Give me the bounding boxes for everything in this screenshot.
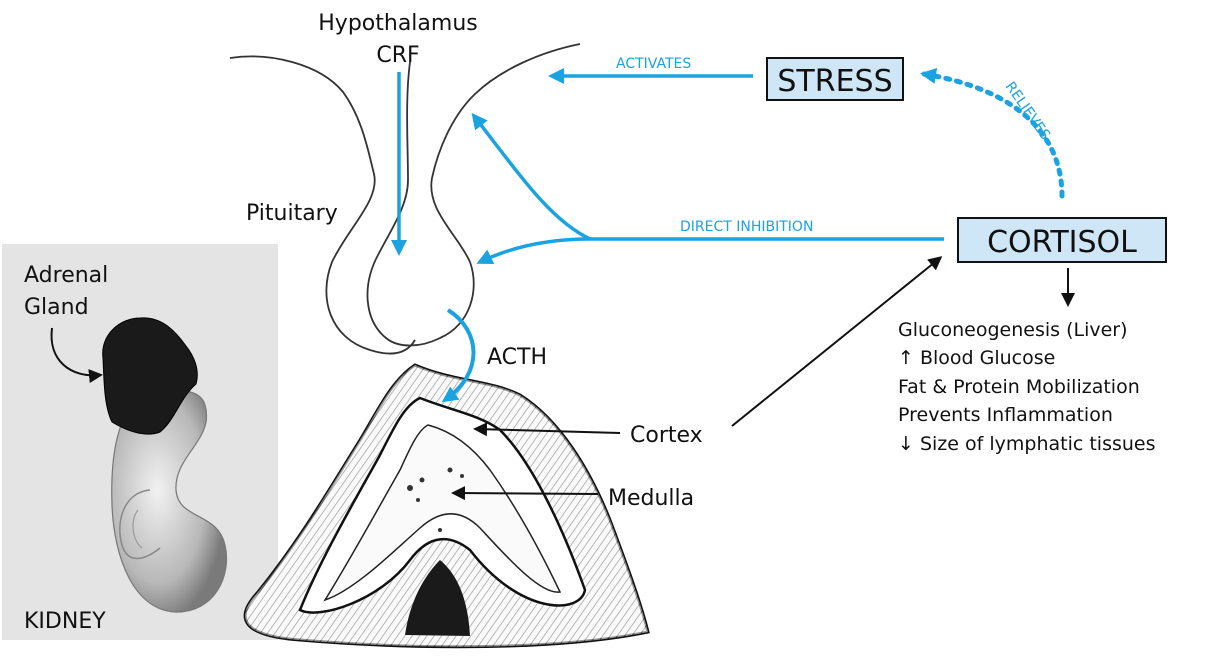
cortisol-effect-item: Fat & Protein Mobilization <box>898 376 1140 398</box>
cortisol-effects-list: Gluconeogenesis (Liver) ↑ Blood Glucose … <box>898 319 1156 455</box>
medulla-pointer-arrow <box>454 493 598 494</box>
kidney-label: KIDNEY <box>24 609 106 634</box>
cortisol-effect-item: Gluconeogenesis (Liver) <box>898 319 1128 341</box>
crf-label: CRF <box>376 43 419 68</box>
direct-inhibition-arrow-to-pituitary <box>480 239 944 262</box>
cortex-label: Cortex <box>630 423 703 448</box>
cortex-to-cortisol-arrow <box>732 258 940 426</box>
cortisol-box-label: CORTISOL <box>987 225 1137 260</box>
stress-box-label: STRESS <box>777 64 892 99</box>
cortisol-box: CORTISOL <box>958 218 1166 262</box>
direct-inhibition-arrow-to-hypothalamus <box>474 116 590 239</box>
pituitary-label: Pituitary <box>246 201 338 226</box>
pituitary-outline <box>230 44 580 354</box>
adrenal-gland-label-line2: Gland <box>24 295 89 320</box>
direct-inhibition-label: DIRECT INHIBITION <box>680 219 813 235</box>
medulla-label: Medulla <box>608 486 694 511</box>
hypothalamus-label: Hypothalamus <box>318 11 477 36</box>
cortisol-effect-item: Prevents Inflammation <box>898 404 1113 426</box>
relieves-label: RELIEVES <box>1002 79 1053 143</box>
acth-label: ACTH <box>487 345 547 370</box>
cortisol-effect-item: ↑ Blood Glucose <box>898 347 1055 369</box>
activates-label: ACTIVATES <box>616 56 691 72</box>
stress-box: STRESS <box>767 58 903 100</box>
adrenal-gland-label-line1: Adrenal <box>24 263 108 288</box>
cortisol-effect-item: ↓ Size of lymphatic tissues <box>898 433 1156 455</box>
adrenal-cross-section <box>245 365 648 647</box>
